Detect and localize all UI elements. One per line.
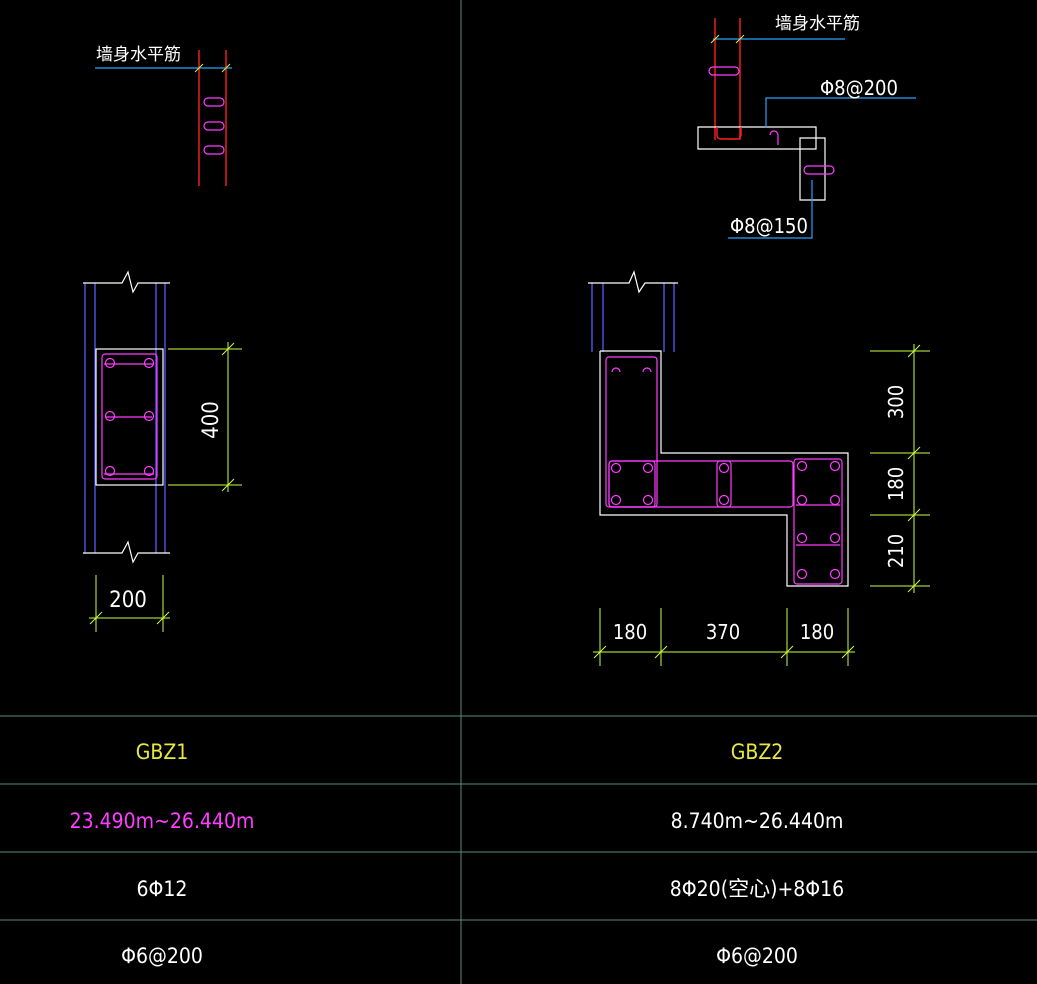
right-wall-rebar-label: 墙身水平筋: [775, 14, 860, 34]
right-wall: [588, 270, 678, 352]
left-wall-rebar-label: 墙身水平筋: [96, 45, 181, 65]
right-longitudinal: 8Φ20(空心)+8Φ16: [670, 877, 844, 901]
right-dim-v-3: 210: [884, 534, 908, 568]
left-column-section: [95, 348, 164, 486]
right-callout-top: Φ8@200: [820, 76, 898, 100]
left-dimension-vertical: 400: [168, 342, 242, 492]
left-wall: [83, 270, 170, 564]
schedule-table: GBZ1 GBZ2 23.490m~26.440m 8.740m~26.440m…: [70, 740, 845, 968]
right-dim-v-2: 180: [884, 467, 908, 501]
right-callout-bottom: Φ8@150: [730, 214, 808, 238]
right-dim-h-2: 370: [706, 620, 740, 644]
right-column-section: [599, 350, 849, 587]
left-detail: 墙身水平筋: [83, 45, 242, 632]
right-dimension-horizontal: 180 370 180: [593, 608, 855, 666]
right-rebar-inset: 墙身水平筋 Φ8@200 Φ8@150: [697, 14, 916, 239]
right-dim-h-3: 180: [800, 620, 834, 644]
left-width-dim: 200: [109, 588, 147, 613]
left-longitudinal: 6Φ12: [137, 877, 188, 901]
right-detail: 墙身水平筋 Φ8@200 Φ8@150: [588, 14, 930, 666]
right-stirrup: Φ6@200: [716, 944, 798, 968]
right-name: GBZ2: [731, 740, 784, 764]
right-dim-h-1: 180: [613, 620, 647, 644]
left-rebar-inset: 墙身水平筋: [95, 45, 232, 186]
left-stirrup: Φ6@200: [121, 944, 203, 968]
left-height-dim: 400: [199, 401, 224, 439]
left-name: GBZ1: [136, 740, 189, 764]
right-dimension-vertical: 300 180 210: [870, 344, 930, 593]
left-elevation: 23.490m~26.440m: [70, 809, 255, 833]
right-dim-v-1: 300: [884, 385, 908, 419]
left-dimension-horizontal: 200: [89, 575, 170, 632]
right-elevation: 8.740m~26.440m: [671, 809, 844, 833]
